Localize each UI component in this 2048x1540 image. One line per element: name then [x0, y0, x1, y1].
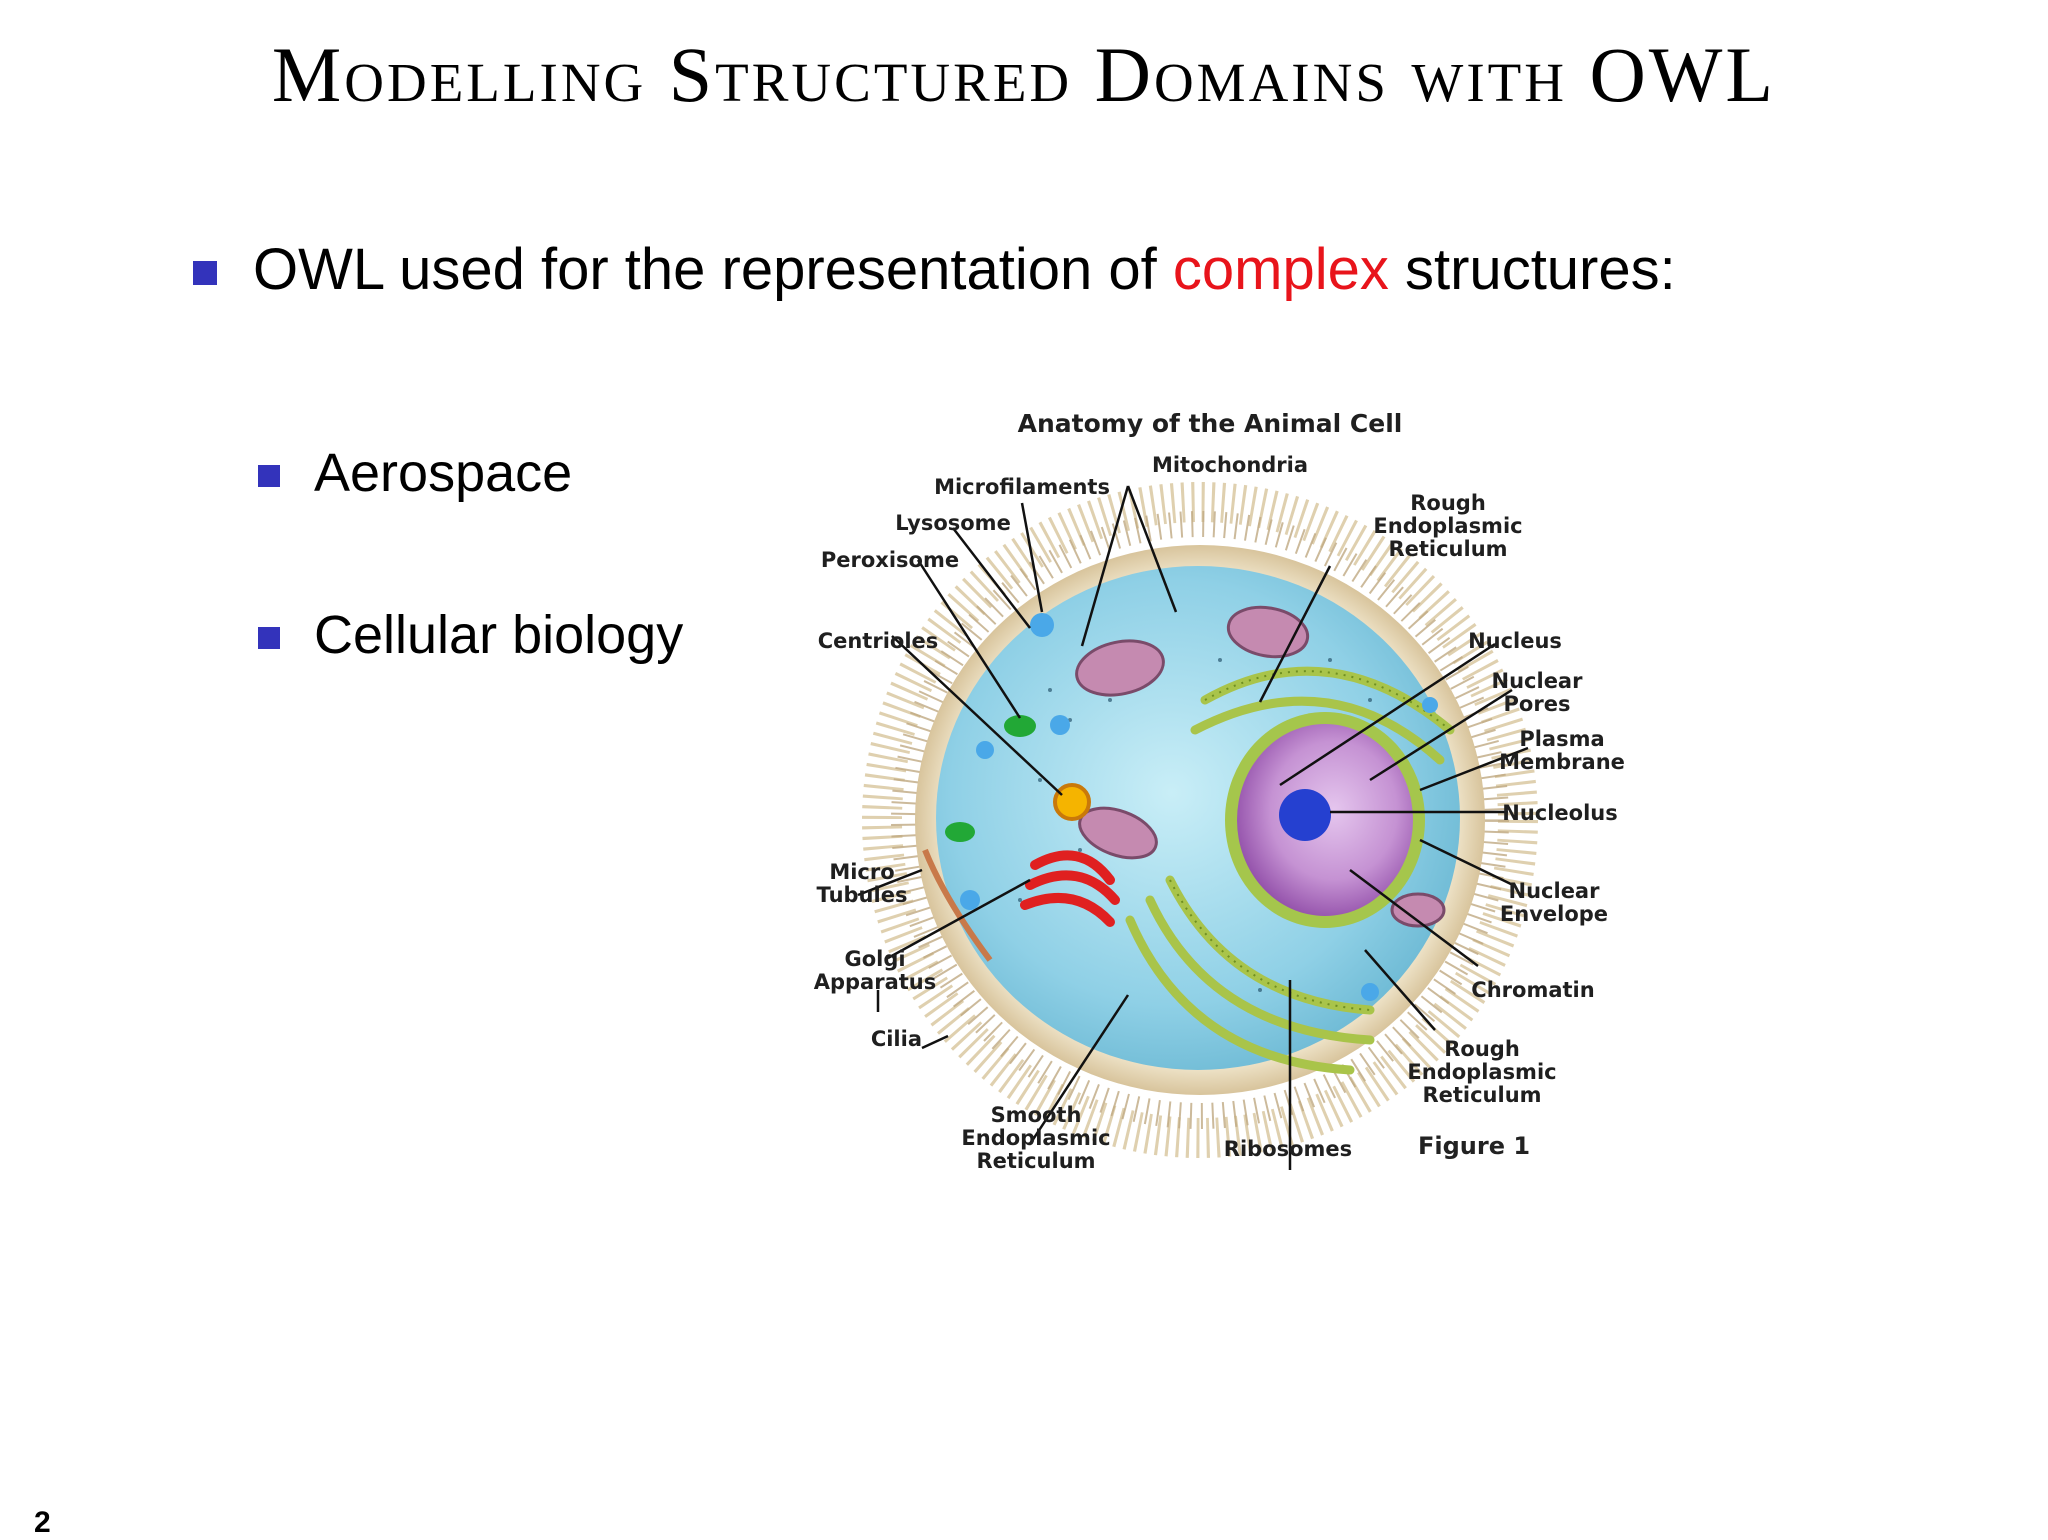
- main-bullet-prefix: OWL used for the representation of: [253, 237, 1173, 302]
- label-smooth-er-1: Smooth: [991, 1103, 1082, 1127]
- label-nucleolus: Nucleolus: [1502, 801, 1618, 825]
- label-nuclear-pores-1: Nuclear: [1492, 669, 1584, 693]
- leader-lines: [857, 485, 1529, 1170]
- figure-caption: Figure 1: [1418, 1132, 1530, 1160]
- sub-bullet-label: Aerospace: [314, 443, 573, 503]
- label-nucleus: Nucleus: [1468, 629, 1562, 653]
- er-ribosome-dots: [1169, 670, 1451, 1011]
- label-plasma-membrane-2: Membrane: [1499, 750, 1625, 774]
- label-micro-tubules-2: Tubules: [817, 883, 908, 907]
- microtubule-shape: [922, 848, 993, 962]
- label-rough-er-top-1: Rough: [1410, 491, 1486, 515]
- bullet-square-icon: [193, 260, 217, 285]
- main-bullet-text: OWL used for the representation of compl…: [253, 236, 1676, 303]
- sub-bullet-cellular-biology: Cellular biology: [258, 604, 683, 666]
- label-golgi-apparatus-1: Golgi: [844, 947, 905, 971]
- golgi-apparatus-shape: [1020, 850, 1120, 927]
- peroxisome-shape-2: [945, 822, 975, 842]
- mitochondria-shapes: [1075, 605, 1446, 928]
- label-peroxisome: Peroxisome: [821, 548, 959, 572]
- slide-title: Modelling Structured Domains with OWL: [271, 31, 1777, 118]
- label-microfilaments: Microfilaments: [934, 475, 1110, 499]
- label-micro-tubules-1: Micro: [829, 860, 894, 884]
- label-lysosome: Lysosome: [895, 511, 1011, 535]
- label-rough-er-bottom-3: Reticulum: [1422, 1083, 1541, 1107]
- label-ribosomes: Ribosomes: [1224, 1137, 1352, 1161]
- label-nuclear-pores-2: Pores: [1504, 692, 1571, 716]
- label-mitochondria: Mitochondria: [1152, 453, 1308, 477]
- label-plasma-membrane-1: Plasma: [1519, 727, 1604, 751]
- label-smooth-er-3: Reticulum: [976, 1149, 1095, 1173]
- centriole-shape: [1053, 783, 1091, 821]
- label-rough-er-top-3: Reticulum: [1388, 537, 1507, 561]
- label-centrioles: Centrioles: [818, 629, 939, 653]
- label-rough-er-bottom-1: Rough: [1444, 1037, 1520, 1061]
- label-chromatin: Chromatin: [1471, 978, 1594, 1002]
- main-bullet-suffix: structures:: [1388, 237, 1676, 302]
- figure-title: Anatomy of the Animal Cell: [1018, 409, 1403, 438]
- vesicle-shapes: [960, 613, 1438, 1001]
- animal-cell-figure: Anatomy of the Animal Cell Microfilament…: [810, 400, 1640, 1190]
- main-bullet-highlight: complex: [1172, 237, 1389, 302]
- label-rough-er-top-2: Endoplasmic: [1373, 514, 1522, 538]
- cytoplasm-shape: [936, 566, 1460, 1070]
- bullet-square-icon: [258, 627, 280, 649]
- nucleolus-shape: [1279, 789, 1331, 841]
- animal-cell-diagram: Anatomy of the Animal Cell Microfilament…: [814, 409, 1625, 1173]
- label-golgi-apparatus-2: Apparatus: [814, 970, 937, 994]
- sub-bullet-label: Cellular biology: [314, 605, 684, 665]
- label-cilia: Cilia: [871, 1027, 922, 1051]
- label-smooth-er-2: Endoplasmic: [961, 1126, 1110, 1150]
- peroxisome-shape: [1004, 715, 1036, 737]
- label-nuclear-envelope-2: Envelope: [1500, 902, 1608, 926]
- page-number: 2: [34, 1506, 51, 1539]
- cilia-fringe: [862, 482, 1538, 1158]
- label-nuclear-envelope-1: Nuclear: [1509, 879, 1601, 903]
- bullet-square-icon: [258, 465, 280, 487]
- sub-bullet-aerospace: Aerospace: [258, 442, 572, 504]
- label-rough-er-bottom-2: Endoplasmic: [1407, 1060, 1556, 1084]
- main-bullet: OWL used for the representation of compl…: [193, 236, 1676, 303]
